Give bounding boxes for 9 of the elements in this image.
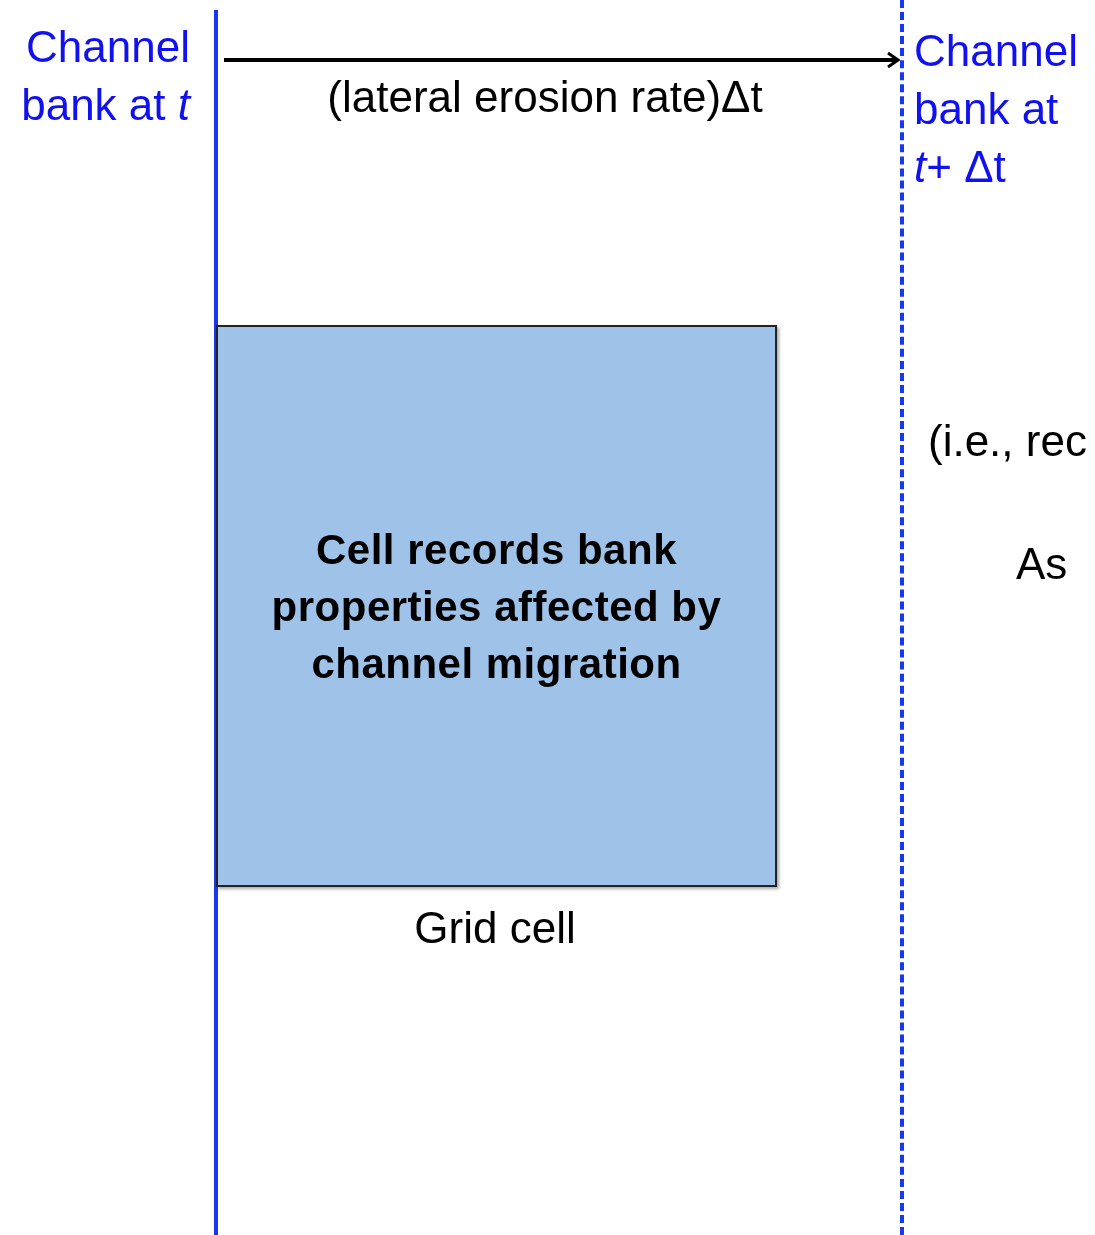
cell-caption: Grid cell	[413, 902, 577, 954]
edge-label: (lateral erosion rate)Δt	[326, 71, 764, 123]
bank-label: Channel bank at t	[20, 21, 190, 131]
note-text: As	[1016, 538, 1068, 590]
bank-label: Channel bank at t+ Δt	[914, 25, 1079, 193]
grid-cell-box	[216, 325, 777, 887]
arrow	[224, 51, 900, 69]
note-text: (i.e., rec	[928, 415, 1087, 467]
cell-description: Cell records bank properties affected by channel migration	[270, 524, 723, 689]
